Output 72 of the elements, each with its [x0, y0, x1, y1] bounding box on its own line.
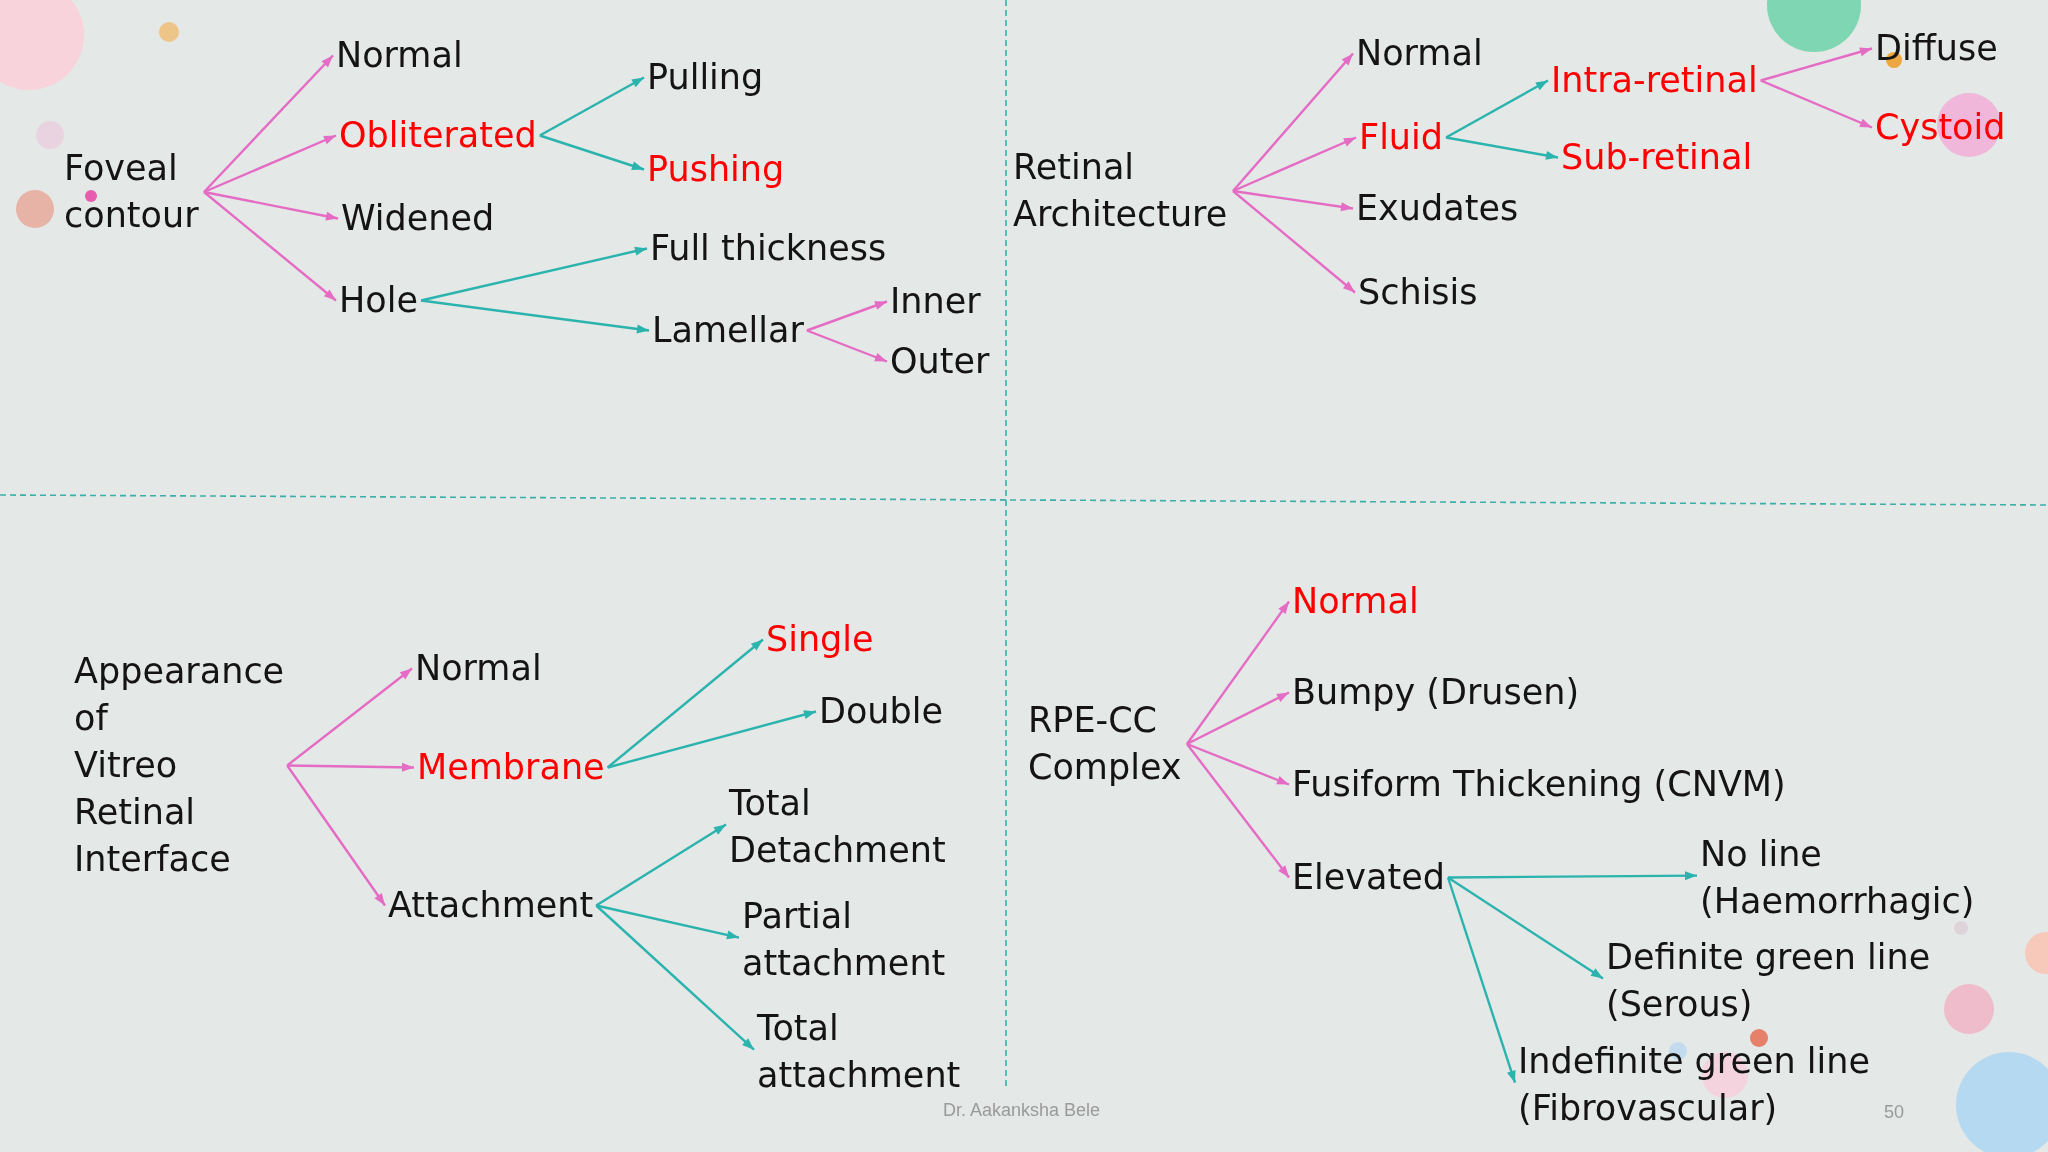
arrow	[595, 823, 727, 907]
arrow	[286, 764, 386, 907]
leaf-label: Fusiform Thickening (CNVM)	[1292, 761, 1786, 808]
arrow	[539, 76, 645, 137]
leaf-label: Bumpy (Drusen)	[1292, 669, 1580, 716]
arrow	[1448, 871, 1697, 881]
arrow	[1760, 79, 1873, 129]
arrow	[607, 710, 817, 769]
leaf-label: Outer	[890, 338, 990, 385]
arrow	[420, 299, 650, 334]
arrow	[595, 904, 740, 940]
branch-label: Membrane	[417, 744, 605, 791]
leaf-label: No line (Haemorrhagic)	[1700, 831, 1977, 925]
branch-label: Obliterated	[339, 112, 537, 159]
arrow	[595, 904, 755, 1051]
topic-label: Retinal Architecture	[1013, 144, 1230, 238]
arrow	[1186, 743, 1290, 879]
branch-label: Attachment	[388, 882, 594, 929]
leaf-label: Normal	[1356, 30, 1483, 77]
topic-label: RPE-CC Complex	[1028, 697, 1184, 791]
arrow	[1446, 877, 1517, 1084]
branch-label: Fluid	[1359, 114, 1443, 161]
arrow	[1445, 79, 1549, 139]
leaf-label: Schisis	[1358, 269, 1478, 316]
branch-label: Intra-retinal	[1551, 57, 1758, 104]
arrow	[287, 762, 415, 772]
arrow	[1232, 190, 1356, 294]
leaf-label: Normal	[1292, 578, 1419, 625]
arrow	[1232, 136, 1357, 193]
leaf-label: Pushing	[647, 146, 785, 193]
arrow	[420, 246, 648, 302]
leaf-label: Total attachment	[757, 1005, 963, 1099]
arrow	[203, 191, 337, 302]
arrow	[1760, 47, 1873, 82]
arrow	[1232, 189, 1354, 212]
leaf-label: Exudates	[1356, 185, 1519, 232]
arrow	[203, 190, 339, 221]
arrow	[806, 329, 888, 363]
topic-label: Foveal contour	[64, 145, 201, 239]
leaf-label: Widened	[341, 195, 495, 242]
author-credit: Dr. Aakanksha Bele	[943, 1099, 1101, 1121]
arrow	[806, 300, 888, 332]
arrow	[1447, 876, 1604, 980]
arrow	[606, 638, 764, 769]
leaf-label: Inner	[890, 278, 981, 325]
arrow	[1186, 600, 1290, 745]
leaf-label: Full thickness	[650, 225, 887, 272]
leaf-label: Single	[766, 616, 874, 663]
leaf-label: Normal	[415, 645, 542, 692]
arrow	[286, 667, 413, 767]
branch-label: Elevated	[1292, 854, 1445, 901]
topic-label: Appearance of Vitreo Retinal Interface	[74, 648, 285, 883]
leaf-label: Double	[819, 688, 944, 735]
leaf-label: Cystoid	[1875, 104, 2006, 151]
leaf-label: Definite green line (Serous)	[1606, 934, 1933, 1028]
leaf-label: Normal	[336, 32, 463, 79]
arrow	[203, 134, 337, 194]
leaf-label: Indefinite green line (Fibrovascular)	[1518, 1038, 1872, 1132]
page-number: 50	[1884, 1101, 1905, 1123]
leaf-label: Total Detachment	[729, 780, 948, 874]
arrow	[1232, 52, 1354, 192]
branch-label: Hole	[339, 277, 418, 324]
arrow	[1186, 742, 1290, 786]
leaf-label: Pulling	[647, 54, 764, 101]
leaf-label: Diffuse	[1875, 25, 1998, 72]
arrow	[539, 134, 645, 171]
leaf-label: Partial attachment	[742, 893, 948, 987]
arrow	[1186, 691, 1290, 746]
arrow	[1445, 136, 1559, 160]
arrow	[203, 54, 334, 193]
leaf-label: Sub-retinal	[1561, 134, 1753, 181]
branch-label: Lamellar	[652, 307, 804, 354]
